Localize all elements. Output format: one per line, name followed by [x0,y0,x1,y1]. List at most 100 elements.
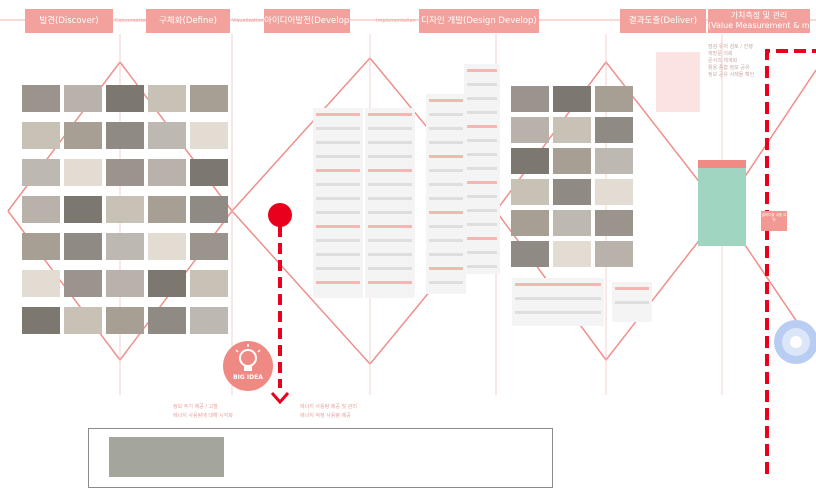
document-text-line [429,197,463,200]
discover-thumbnail [22,196,60,223]
document-text-line [429,253,463,256]
document-text-line [368,155,412,158]
discover-thumbnail [190,159,228,186]
document-text-line [316,225,360,228]
marker-dot [268,203,292,227]
value-note-1: 점검 유저 검토 / 진행 [708,44,753,50]
value-note-4: 활용 종합 정보 공유 [708,65,750,71]
design-thumbnail [511,179,549,205]
document-text-line [368,169,412,172]
value-note-2: 재방문 의뢰 [708,51,733,57]
card-image [109,437,224,477]
discover-thumbnail [64,233,102,260]
document-text-line [467,195,497,198]
value-note-3: 문서의 체계화 [708,58,738,64]
phase-header-value-line1: 가치측정 및 관리 [730,11,788,20]
lightbulb-icon [235,344,261,371]
design-thumbnail [595,117,633,143]
document-text-line [368,253,412,256]
design-thumbnail [511,86,549,112]
discover-thumbnail [64,122,102,149]
document-text-line [316,183,360,186]
process-diagram-canvas [0,19,816,474]
document-text-line [368,211,412,214]
document-text-line [515,311,601,314]
document-text-line [429,169,463,172]
document-text-line [316,155,360,158]
discover-thumbnail [22,270,60,297]
deliver-board [656,52,746,246]
idea-line-1: 정보 주기 제공 / 고찰 [173,404,218,410]
document-text-line [368,197,412,200]
document-text-line [467,97,497,100]
document-text-line [368,141,412,144]
discover-thumbnail [64,159,102,186]
discover-thumbnail [64,270,102,297]
photo-grid-design [511,86,633,267]
discover-thumbnail [148,122,186,149]
document-text-line [316,281,360,284]
document-text-line [467,223,497,226]
discover-thumbnail [64,307,102,334]
phase-header-develop: 아이디어발전(Develop) [264,9,350,33]
document-text-line [316,169,360,172]
idea-line-3: 에너지 사용량 제공 및 관리 [300,404,357,410]
deliver-summary-note: 결과도출 내용 요약 [761,211,787,231]
phase-header-discover: 발견(Discover) [25,9,113,33]
discover-thumbnail [22,122,60,149]
big-idea-label: BIG IDEA [233,374,263,381]
document-text-line [429,99,463,102]
document-text-line [429,211,463,214]
design-thumbnail [511,241,549,267]
discover-thumbnail [22,307,60,334]
design-thumbnail [553,179,591,205]
document-text-line [368,239,412,242]
document-text-line [368,113,412,116]
phase-header-define: 구체화(Define) [146,9,230,33]
discover-thumbnail [190,85,228,112]
discover-thumbnail [64,196,102,223]
idea-line-2: 에너지 사용량에 대해 시각화 [173,413,233,419]
connector-label-2: Visualization [232,18,264,24]
discover-thumbnail [148,307,186,334]
document-text-line [467,69,497,72]
document-text-line [429,141,463,144]
document-text-line [515,297,601,300]
value-wheel-icon [774,320,816,364]
document-text-line [467,153,497,156]
discover-thumbnail [106,196,144,223]
document-text-line [467,83,497,86]
design-thumbnail [595,210,633,236]
document-text-line [467,237,497,240]
design-thumbnail [511,148,549,174]
discover-thumbnail [190,307,228,334]
highlight-frame-value-column [765,49,816,474]
document-text-line [467,125,497,128]
document-text-line [368,225,412,228]
design-thumbnail [553,86,591,112]
idea-text-block: 정보 주기 제공 / 고찰 에너지 사용량에 대해 시각화 [173,403,233,421]
document-text-line [368,267,412,270]
document-text-line [316,127,360,130]
discover-thumbnail [106,270,144,297]
value-column-notes: 점검 유저 검토 / 진행 재방문 의뢰 문서의 체계화 활용 종합 정보 공유… [708,44,754,79]
document-text-line [467,167,497,170]
discover-thumbnail [106,122,144,149]
discover-thumbnail [148,233,186,260]
discover-thumbnail [148,270,186,297]
document-text-line [615,301,649,304]
discover-thumbnail [106,233,144,260]
document-text-line [316,253,360,256]
document-text-line [368,281,412,284]
document-panel [426,94,466,294]
document-text-line [368,127,412,130]
discover-thumbnail [190,270,228,297]
design-thumbnail [553,210,591,236]
discover-thumbnail [22,159,60,186]
design-thumbnail [595,179,633,205]
value-note-5: 정보 공유 사례들 확인 [708,72,755,78]
document-text-line [429,267,463,270]
callout-highlight [268,49,816,474]
document-text-line [467,139,497,142]
discover-thumbnail [22,233,60,260]
